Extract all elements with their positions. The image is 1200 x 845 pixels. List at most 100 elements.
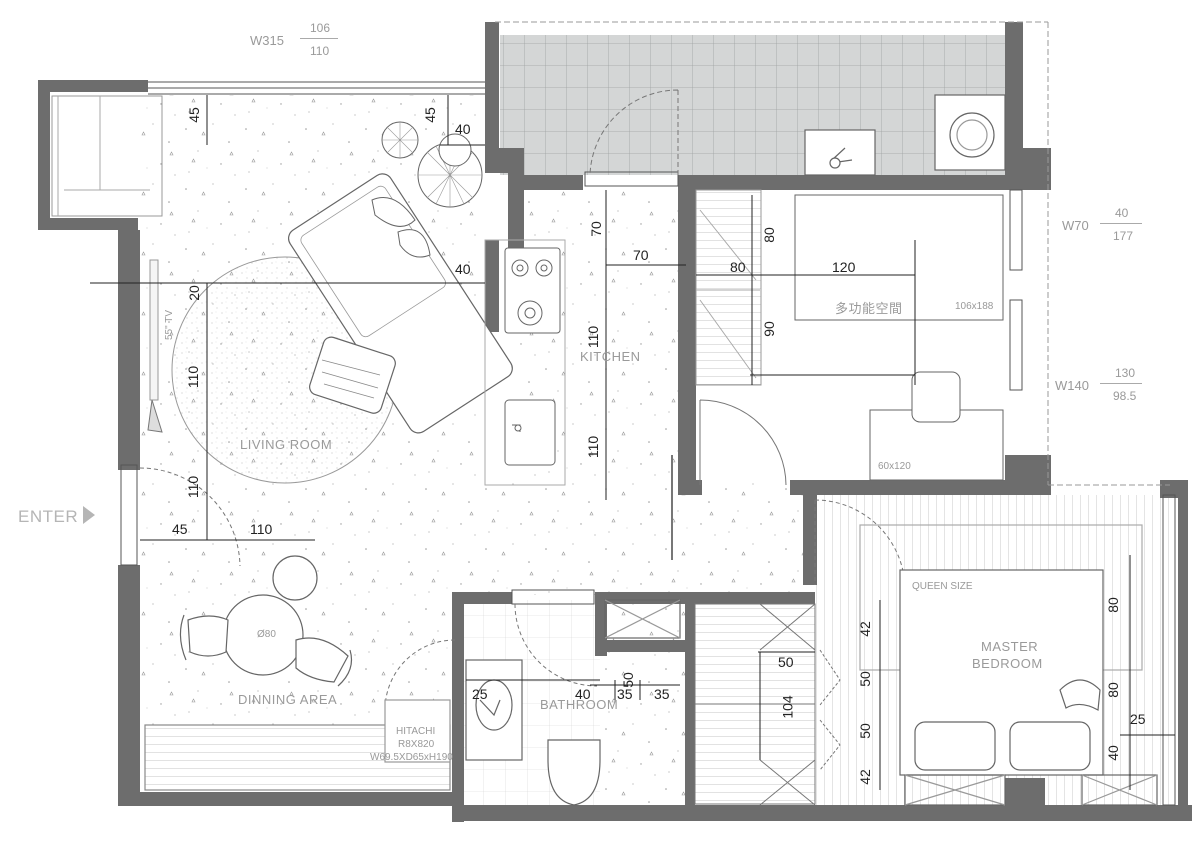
wall: [1005, 778, 1045, 808]
window-w315-bottom: 110: [310, 44, 330, 58]
nightstand-2: [1081, 774, 1158, 806]
nightstand: [904, 774, 1006, 806]
room-label-living: LIVING ROOM: [240, 437, 333, 452]
wardrobe: [695, 189, 762, 386]
cushion: [371, 197, 416, 227]
dim-label: 110: [250, 521, 273, 537]
dim-label: 120: [832, 259, 856, 275]
pillow: [914, 721, 996, 771]
wall: [38, 80, 50, 230]
counter: [484, 239, 566, 486]
bedroom-furniture: [859, 524, 1158, 806]
wall: [38, 218, 138, 230]
wardrobe-lines: [696, 209, 760, 379]
wall: [485, 22, 499, 152]
dim-label: 70: [587, 221, 604, 237]
kitchen-fixtures: [484, 239, 566, 486]
wall: [1005, 455, 1051, 495]
dim-label: 35: [654, 686, 670, 702]
balcony-tiles: [500, 35, 1005, 175]
window-w140-bottom: 98.5: [1113, 389, 1137, 403]
bay-line: [57, 96, 150, 216]
stool: [272, 555, 318, 601]
balcony-rail: [495, 21, 1170, 486]
tv-unit: [149, 259, 159, 401]
wall: [452, 805, 1192, 821]
wall: [678, 175, 696, 495]
window-w70-label: W70: [1062, 218, 1089, 233]
dim-label: 50: [856, 723, 873, 739]
balcony-fixtures: [804, 94, 1006, 176]
bath-door-top: [511, 589, 595, 605]
desk-chair: [911, 371, 961, 423]
wall: [508, 148, 524, 248]
wall: [685, 592, 695, 807]
plant: [381, 121, 483, 208]
window-right-2: [1009, 299, 1023, 391]
dim-label: 40: [455, 261, 471, 277]
hitachi-label-3: W69.5XD65xH190: [370, 752, 453, 763]
window-bed-right: [1162, 494, 1176, 806]
wall: [678, 175, 1008, 190]
wall: [1005, 22, 1023, 152]
wall: [1005, 148, 1051, 190]
tv-label: 55" TV: [164, 309, 176, 341]
window-w315-top: 106: [310, 21, 331, 35]
wall: [38, 80, 148, 92]
dining-furniture: [144, 555, 451, 791]
room-label-bathroom: BATHROOM: [540, 697, 619, 712]
dim-label: 45: [421, 107, 438, 123]
living-furniture: [147, 121, 513, 484]
room-label-bedroom: BEDROOM: [972, 656, 1043, 671]
room-label-kitchen: KITCHEN: [580, 349, 641, 364]
chair-arc-2: [337, 649, 353, 687]
shelf: [604, 599, 681, 639]
dim-label: 50: [778, 654, 794, 670]
arrow-right-icon: [83, 506, 96, 524]
dimension-lines: [90, 95, 1175, 790]
closet: [694, 603, 841, 806]
dim-label: 104: [779, 695, 796, 719]
chair-arc: [179, 614, 187, 661]
dim-label: 110: [585, 435, 602, 459]
dim-label: 50: [856, 671, 873, 687]
dim-label: 25: [472, 686, 488, 702]
door-swing-balcony: [589, 89, 679, 176]
multi-bed: [794, 194, 1004, 321]
dim-label: 80: [730, 259, 746, 275]
room-label-dining: DINNING AREA: [238, 692, 338, 707]
fraction-bar: [1100, 223, 1142, 224]
hitachi-label-1: HITACHI: [396, 726, 436, 737]
window-right: [1009, 189, 1023, 271]
cushion-2: [397, 229, 431, 258]
multi-furniture: [695, 189, 1004, 481]
window-w70-top: 40: [1115, 206, 1129, 220]
bed-size-label: 106x188: [955, 301, 994, 312]
room-label-multi: 多功能空間: [835, 301, 903, 316]
dim-label: 110: [585, 325, 602, 349]
dim-label: 40: [575, 686, 591, 702]
dim-label: 110: [185, 365, 202, 389]
wall: [696, 480, 702, 495]
dim-label: 25: [1130, 711, 1146, 727]
wall: [595, 640, 685, 652]
wall: [790, 480, 1050, 495]
bath-fixtures: [465, 599, 681, 806]
pillow: [1009, 721, 1091, 771]
window-lines: [51, 21, 1176, 806]
dim-label: 80: [1104, 597, 1121, 613]
room-label-master: MASTER: [981, 639, 1039, 654]
entry-door-frame: [120, 464, 138, 566]
window-w140-label: W140: [1055, 378, 1089, 393]
lounge-chair-lines: [321, 359, 381, 399]
fraction-bar: [300, 38, 338, 39]
duvet-fold: [1059, 679, 1101, 711]
dim-label: 42: [856, 769, 873, 785]
balcony-door: [584, 171, 679, 187]
dim-label: 45: [185, 107, 202, 123]
sofa: [288, 173, 513, 434]
walls: [38, 22, 1192, 822]
dim-label: 40: [455, 121, 471, 137]
chair-left: [187, 615, 229, 657]
